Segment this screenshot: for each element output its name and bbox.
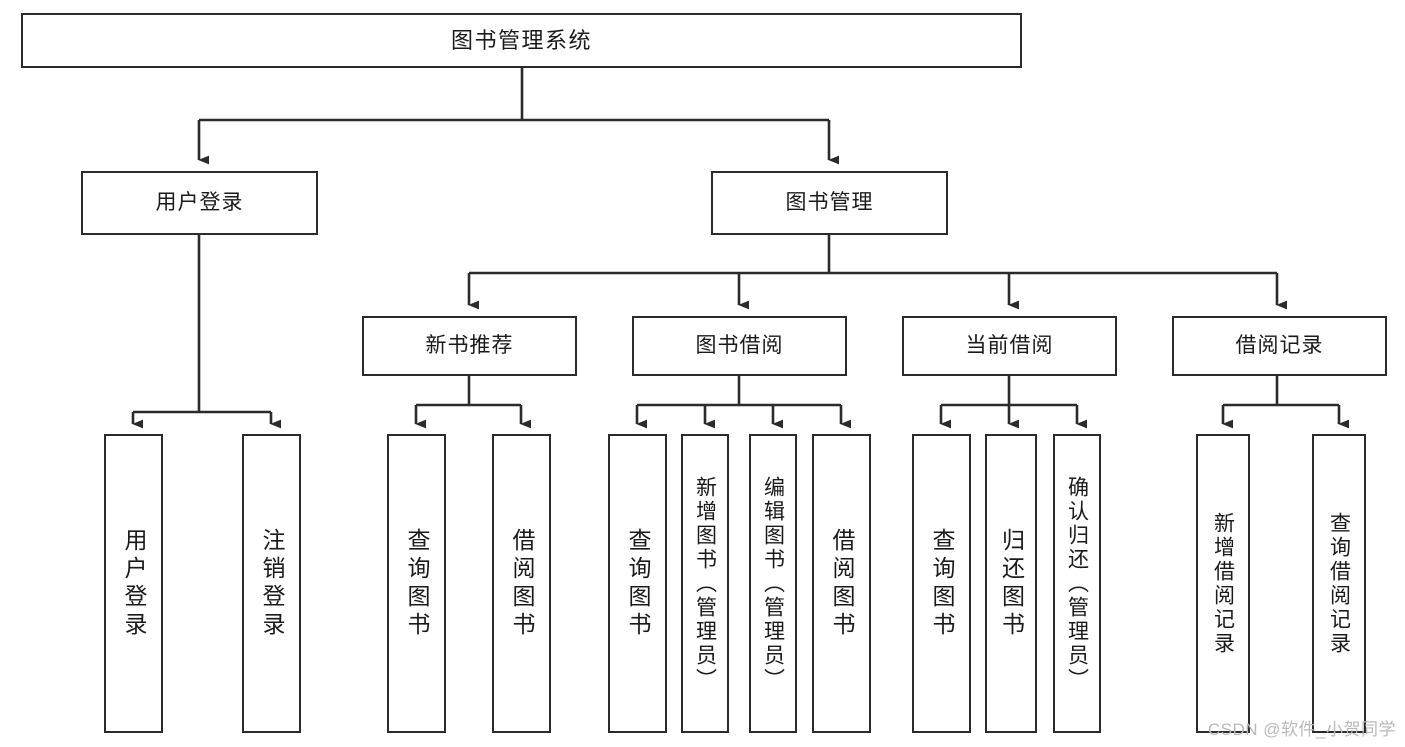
leaf-query-borrow-record[interactable]: 查询借阅记录: [1312, 434, 1366, 733]
leaf-edit-book-admin[interactable]: 编辑图书（管理员）: [749, 434, 797, 733]
node-label: 确认归还（管理员）: [1065, 475, 1089, 692]
leaf-query-book-borrow[interactable]: 查询图书: [608, 434, 667, 733]
node-label: 归还图书: [998, 527, 1025, 640]
node-label: 新增图书（管理员）: [693, 475, 717, 692]
leaf-user-login[interactable]: 用户登录: [104, 434, 163, 733]
node-label: 当前借阅: [965, 333, 1054, 357]
node-label: 查询图书: [404, 527, 430, 640]
node-book-management[interactable]: 图书管理: [711, 171, 948, 235]
node-book-borrow[interactable]: 图书借阅: [632, 316, 847, 376]
node-label: 借阅图书: [829, 527, 855, 640]
leaf-add-borrow-record[interactable]: 新增借阅记录: [1196, 434, 1250, 733]
node-label: 注销登录: [259, 527, 285, 640]
node-label: 新书推荐: [425, 333, 514, 357]
csdn-watermark: CSDN @软件_小贺同学: [1207, 720, 1396, 739]
leaf-query-book-current[interactable]: 查询图书: [912, 434, 971, 733]
leaf-query-book-recommendation[interactable]: 查询图书: [387, 434, 446, 733]
node-label: 编辑图书（管理员）: [761, 475, 785, 692]
node-label: 借阅图书: [509, 527, 535, 640]
node-label: 查询图书: [625, 527, 651, 640]
edge-root-to-level2: [197, 68, 840, 165]
node-root-book-management-system[interactable]: 图书管理系统: [21, 13, 1022, 68]
edge-user-login-to-leaves: [131, 235, 282, 429]
node-borrow-record[interactable]: 借阅记录: [1172, 316, 1387, 376]
node-label: 查询借阅记录: [1327, 511, 1351, 656]
node-label: 图书借阅: [695, 333, 784, 357]
node-current-borrow[interactable]: 当前借阅: [902, 316, 1117, 376]
node-label: 新增借阅记录: [1211, 511, 1235, 656]
node-label: 用户登录: [121, 527, 147, 640]
leaf-confirm-return-admin[interactable]: 确认归还（管理员）: [1053, 434, 1101, 733]
edge-new-book-rec-to-leaves: [414, 376, 532, 429]
node-label: 图书管理: [785, 190, 874, 214]
edge-book-manage-to-level3: [467, 235, 1288, 310]
node-label: 借阅记录: [1235, 333, 1324, 357]
node-label: 查询图书: [929, 527, 955, 640]
edge-borrow-record-to-leaves: [1221, 376, 1350, 429]
node-new-book-recommendation[interactable]: 新书推荐: [362, 316, 577, 376]
node-user-login[interactable]: 用户登录: [81, 171, 318, 235]
edge-current-borrow-to-leaves: [939, 376, 1088, 429]
leaf-logout[interactable]: 注销登录: [242, 434, 301, 733]
leaf-return-book[interactable]: 归还图书: [985, 434, 1037, 733]
node-label: 图书管理系统: [450, 27, 592, 53]
node-label: 用户登录: [155, 190, 244, 214]
leaf-borrow-book-recommendation[interactable]: 借阅图书: [492, 434, 551, 733]
edge-book-borrow-to-leaves: [635, 376, 852, 429]
leaf-add-book-admin[interactable]: 新增图书（管理员）: [681, 434, 729, 733]
leaf-borrow-book[interactable]: 借阅图书: [812, 434, 871, 733]
